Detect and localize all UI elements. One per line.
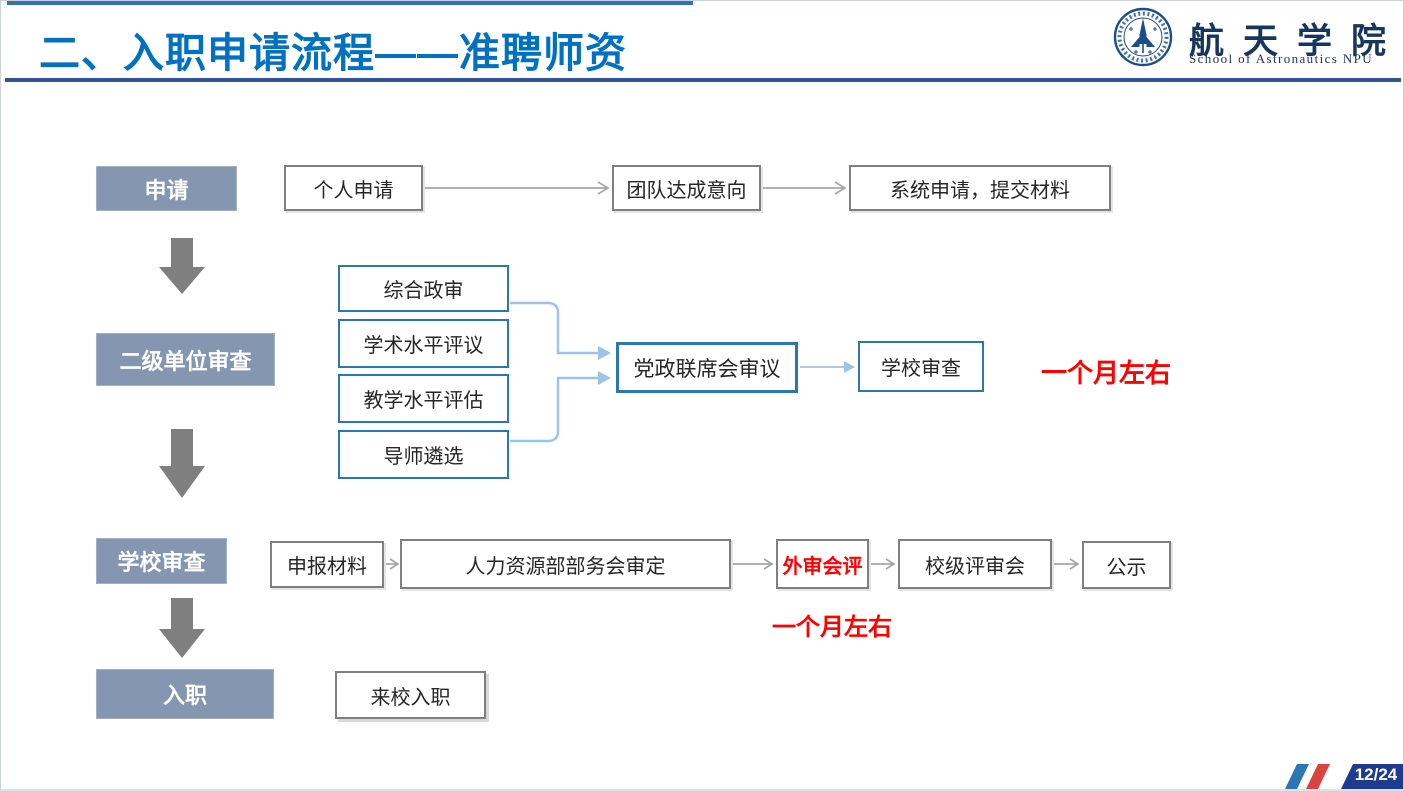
- flow-box-arrive-onboard: 来校入职: [335, 671, 486, 719]
- footer-stripe-blue-icon: [1285, 764, 1309, 789]
- university-seal-icon: [1113, 7, 1173, 67]
- flow-box-academic-evaluation: 学术水平评议: [338, 319, 509, 368]
- flow-box-mentor-selection: 导师遴选: [338, 430, 509, 479]
- flow-box-personal-application: 个人申请: [284, 165, 423, 211]
- arrow-right-icon: [425, 181, 610, 195]
- flow-box-university-review-committee: 校级评审会: [898, 539, 1052, 589]
- flow-box-public-notice: 公示: [1082, 541, 1171, 589]
- school-name-en: School of Astronautics NPU: [1189, 51, 1374, 66]
- arrow-right-icon: [386, 558, 400, 570]
- slide-bottom-edge: [1, 789, 1403, 791]
- arrow-right-icon: [763, 181, 847, 195]
- arrow-right-icon: [1054, 558, 1080, 570]
- title-underline: [5, 78, 1401, 82]
- page-number: 12/24: [1354, 765, 1398, 784]
- flow-box-hr-committee-review: 人力资源部部务会审定: [400, 539, 731, 589]
- flow-box-team-agreement: 团队达成意向: [612, 165, 761, 211]
- down-arrow-icon: [159, 429, 205, 498]
- duration-note-unit-review: 一个月左右: [1041, 358, 1172, 388]
- down-arrow-icon: [159, 238, 205, 294]
- stage-box-unit-review: 二级单位审查: [96, 333, 275, 386]
- arrowhead: [598, 371, 611, 385]
- flow-box-joint-meeting: 党政联席会审议: [616, 342, 798, 393]
- flow-box-declaration-materials: 申报材料: [270, 541, 384, 588]
- school-name-cn: 航天学院: [1189, 22, 1404, 61]
- slide-title: 二、入职申请流程——准聘师资: [39, 30, 627, 76]
- flow-box-system-application: 系统申请，提交材料: [849, 165, 1111, 211]
- arrow-right-icon: [733, 558, 774, 570]
- top-accent-line: [7, 1, 693, 5]
- duration-note-external-review: 一个月左右: [772, 614, 892, 641]
- flow-box-external-review: 外审会评: [776, 539, 869, 589]
- stage-box-apply: 申请: [96, 166, 237, 211]
- stage-box-onboard: 入职: [96, 669, 274, 719]
- flow-box-school-check: 学校审查: [858, 341, 984, 392]
- footer-stripe-red-icon: [1306, 764, 1330, 789]
- connector-elbow-down: [510, 301, 599, 355]
- down-arrow-icon: [159, 598, 205, 658]
- arrow-right-icon: [871, 558, 896, 570]
- arrowhead: [844, 361, 855, 373]
- arrowhead: [598, 346, 611, 360]
- connector-elbow-up: [510, 376, 599, 443]
- stage-box-school-review: 学校审查: [96, 538, 227, 584]
- flow-box-political-review: 综合政审: [338, 265, 509, 312]
- flow-box-teaching-evaluation: 教学水平评估: [338, 374, 509, 423]
